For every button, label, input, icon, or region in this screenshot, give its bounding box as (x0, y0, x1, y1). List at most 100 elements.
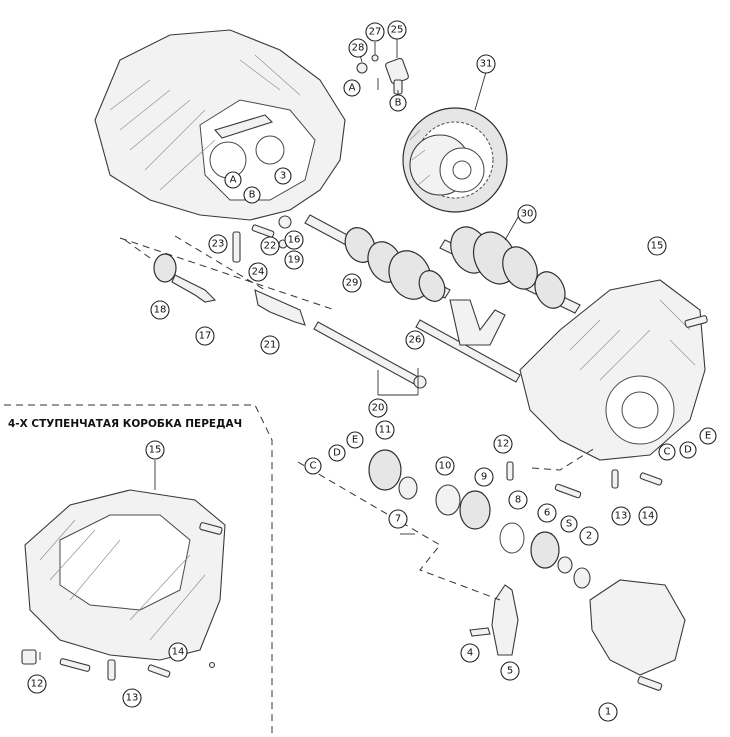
callout-E-right: E (699, 427, 717, 445)
svg-text:13: 13 (615, 511, 628, 522)
callout-23: 23 (208, 234, 228, 254)
svg-text:11: 11 (379, 425, 392, 436)
shift-rod-20 (313, 321, 427, 389)
shift-fork-assembly-26 (415, 299, 521, 383)
svg-text:D: D (684, 445, 692, 456)
svg-text:22: 22 (264, 241, 277, 252)
svg-text:12: 12 (31, 679, 44, 690)
callout-5: 5 (500, 661, 520, 681)
callout-14-main: 14 (638, 506, 658, 526)
svg-text:3: 3 (280, 171, 286, 182)
svg-text:B: B (249, 190, 256, 201)
svg-text:17: 17 (199, 331, 212, 342)
callout-28: 28 (348, 38, 368, 58)
svg-text:A: A (349, 83, 356, 94)
callout-22: 22 (260, 236, 280, 256)
callout-21: 21 (260, 335, 280, 355)
fifth-gear-set (368, 449, 591, 589)
svg-text:2: 2 (586, 531, 592, 542)
callout-13-inset: 13 (122, 688, 142, 708)
callout-31: 31 (476, 54, 496, 74)
svg-text:19: 19 (288, 255, 301, 266)
svg-text:9: 9 (481, 472, 487, 483)
svg-text:24: 24 (252, 267, 265, 278)
callout-12-inset: 12 (27, 674, 47, 694)
svg-text:12: 12 (497, 439, 510, 450)
transmission-case (94, 29, 346, 221)
svg-text:27: 27 (369, 27, 382, 38)
callout-15-inset: 15 (145, 440, 165, 460)
svg-text:18: 18 (154, 305, 167, 316)
svg-text:14: 14 (642, 511, 655, 522)
callout-9: 9 (474, 467, 494, 487)
callout-4: 4 (460, 643, 480, 663)
callout-6: 6 (537, 503, 557, 523)
svg-text:15: 15 (651, 241, 664, 252)
svg-text:13: 13 (126, 693, 139, 704)
svg-text:26: 26 (409, 335, 422, 346)
callout-14-inset: 14 (168, 642, 188, 662)
callout-24: 24 (248, 262, 268, 282)
svg-text:A: A (230, 175, 237, 186)
callout-C-lower: C (304, 457, 322, 475)
callout-12: 12 (493, 434, 513, 454)
svg-text:21: 21 (264, 340, 277, 351)
svg-text:31: 31 (480, 59, 493, 70)
svg-text:1: 1 (605, 707, 611, 718)
output-shaft-30 (439, 226, 581, 314)
callout-11: 11 (375, 420, 395, 440)
svg-text:30: 30 (521, 209, 534, 220)
callout-3: 3 (274, 167, 292, 185)
callout-E-lower: E (346, 431, 364, 449)
callout-10: 10 (435, 456, 455, 476)
svg-text:20: 20 (372, 403, 385, 414)
svg-text:14: 14 (172, 647, 185, 658)
callout-27: 27 (365, 22, 385, 42)
callout-7: 7 (388, 509, 408, 529)
callout-16: 16 (284, 230, 304, 250)
svg-text:D: D (333, 448, 341, 459)
callout-A-top: A (343, 79, 361, 97)
bracket-21 (254, 289, 306, 326)
svg-text:E: E (352, 435, 358, 446)
callout-20: 20 (368, 398, 388, 418)
callout-29: 29 (342, 273, 362, 293)
svg-text:C: C (310, 461, 317, 472)
callout-2: 2 (579, 526, 599, 546)
left-small-parts (153, 215, 292, 303)
callout-B-case: B (243, 186, 261, 204)
clutch-housing-15 (519, 279, 708, 489)
inset-4speed (4, 404, 273, 737)
callout-17: 17 (195, 326, 215, 346)
svg-text:25: 25 (391, 25, 404, 36)
svg-text:16: 16 (288, 235, 301, 246)
svg-text:10: 10 (439, 461, 452, 472)
callout-A-case: A (224, 171, 242, 189)
svg-text:E: E (705, 431, 711, 442)
callout-18: 18 (150, 300, 170, 320)
callout-26: 26 (405, 330, 425, 350)
callout-1: 1 (598, 702, 618, 722)
callout-19: 19 (284, 250, 304, 270)
leader-lines (119, 32, 596, 601)
svg-text:28: 28 (352, 43, 365, 54)
callout-8: 8 (508, 490, 528, 510)
svg-text:7: 7 (395, 514, 401, 525)
svg-text:15: 15 (149, 445, 162, 456)
input-shaft-29 (304, 214, 451, 302)
svg-text:6: 6 (544, 508, 550, 519)
shift-fork-5 (469, 584, 519, 656)
callout-13-main: 13 (611, 506, 631, 526)
svg-text:5: 5 (507, 666, 513, 677)
svg-text:8: 8 (515, 495, 521, 506)
callout-B-top: B (389, 94, 407, 112)
callout-S: S (560, 515, 578, 533)
svg-text:B: B (395, 98, 402, 109)
svg-text:C: C (664, 447, 671, 458)
callout-D-right: D (679, 441, 697, 459)
ring-gear-31 (402, 107, 508, 213)
speedometer-drive-25 (356, 54, 409, 95)
callout-15-main: 15 (647, 236, 667, 256)
callout-C-right: C (658, 443, 676, 461)
